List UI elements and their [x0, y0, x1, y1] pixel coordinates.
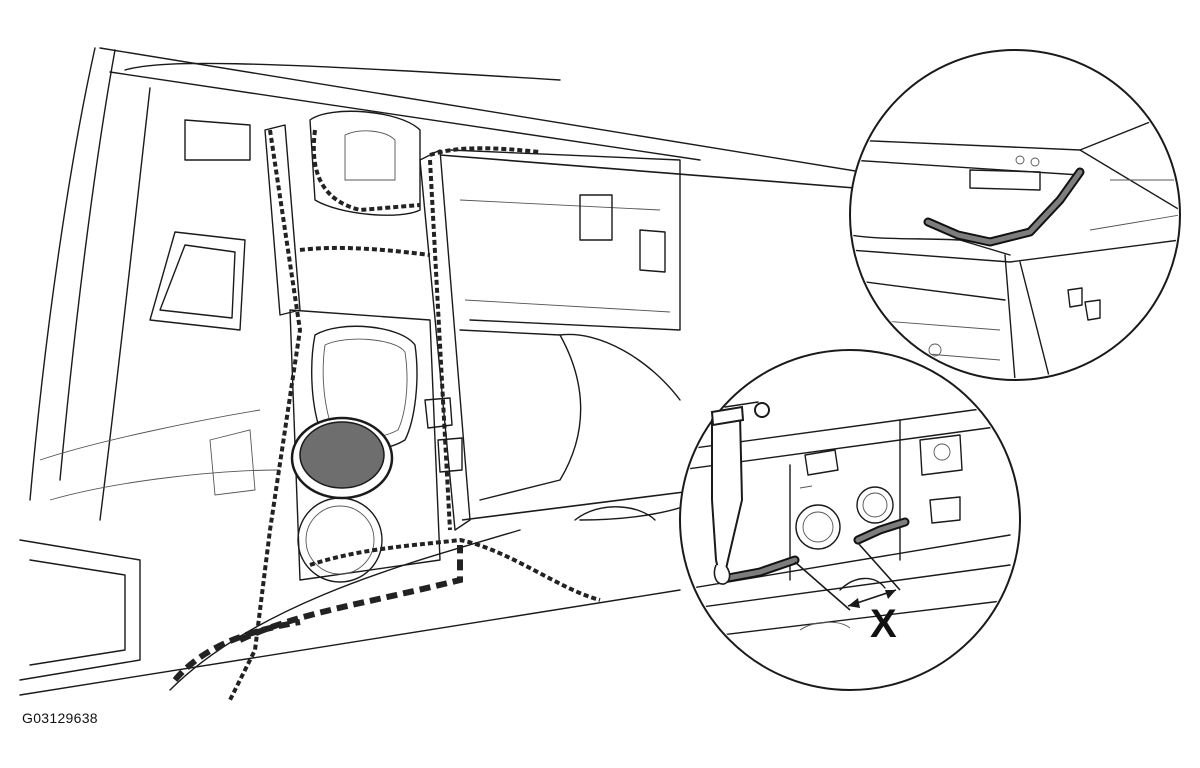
lower-detail-callout: [679, 349, 1021, 691]
mounting-bracket: [424, 397, 463, 473]
leader-line-upper: [439, 154, 881, 191]
dimension-arrow: [794, 542, 901, 611]
rubber-plug-icon: [290, 416, 394, 500]
sealer-gun-icon: [710, 401, 770, 585]
figure-id: G03129638: [22, 710, 98, 726]
lower-sealer-bead: [723, 517, 910, 583]
dimension-label: X: [870, 602, 897, 646]
seam-sealer-path: [172, 129, 601, 701]
leader-line-lower: [461, 489, 701, 521]
upper-sealer-bead: [923, 167, 1085, 247]
upper-detail-callout: [849, 49, 1181, 381]
